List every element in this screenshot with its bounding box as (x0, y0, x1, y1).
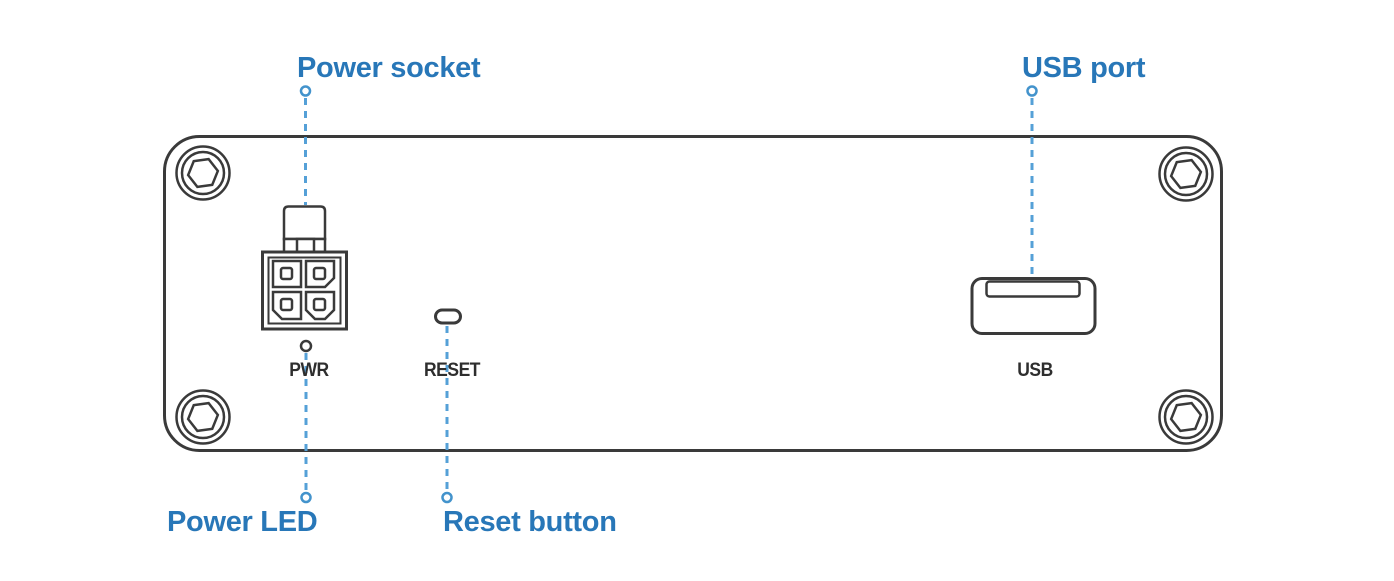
callout-leader-lines (304, 98, 1034, 491)
callout-power-socket: Power socket (297, 52, 481, 84)
usb-port-icon (970, 277, 1097, 335)
power-socket-connector-icon (261, 205, 348, 331)
callout-reset-button: Reset button (443, 506, 617, 538)
panel-outline (163, 135, 1223, 452)
silk-label-pwr: PWR (289, 360, 329, 381)
callout-usb-port: USB port (1022, 52, 1146, 84)
silk-label-usb: USB (1017, 360, 1053, 381)
power-led-icon (299, 339, 313, 353)
callout-endpoint-circles (299, 85, 1038, 504)
reset-button-icon (434, 308, 462, 325)
callout-power-led: Power LED (167, 506, 318, 538)
silk-label-reset: RESET (424, 360, 480, 381)
